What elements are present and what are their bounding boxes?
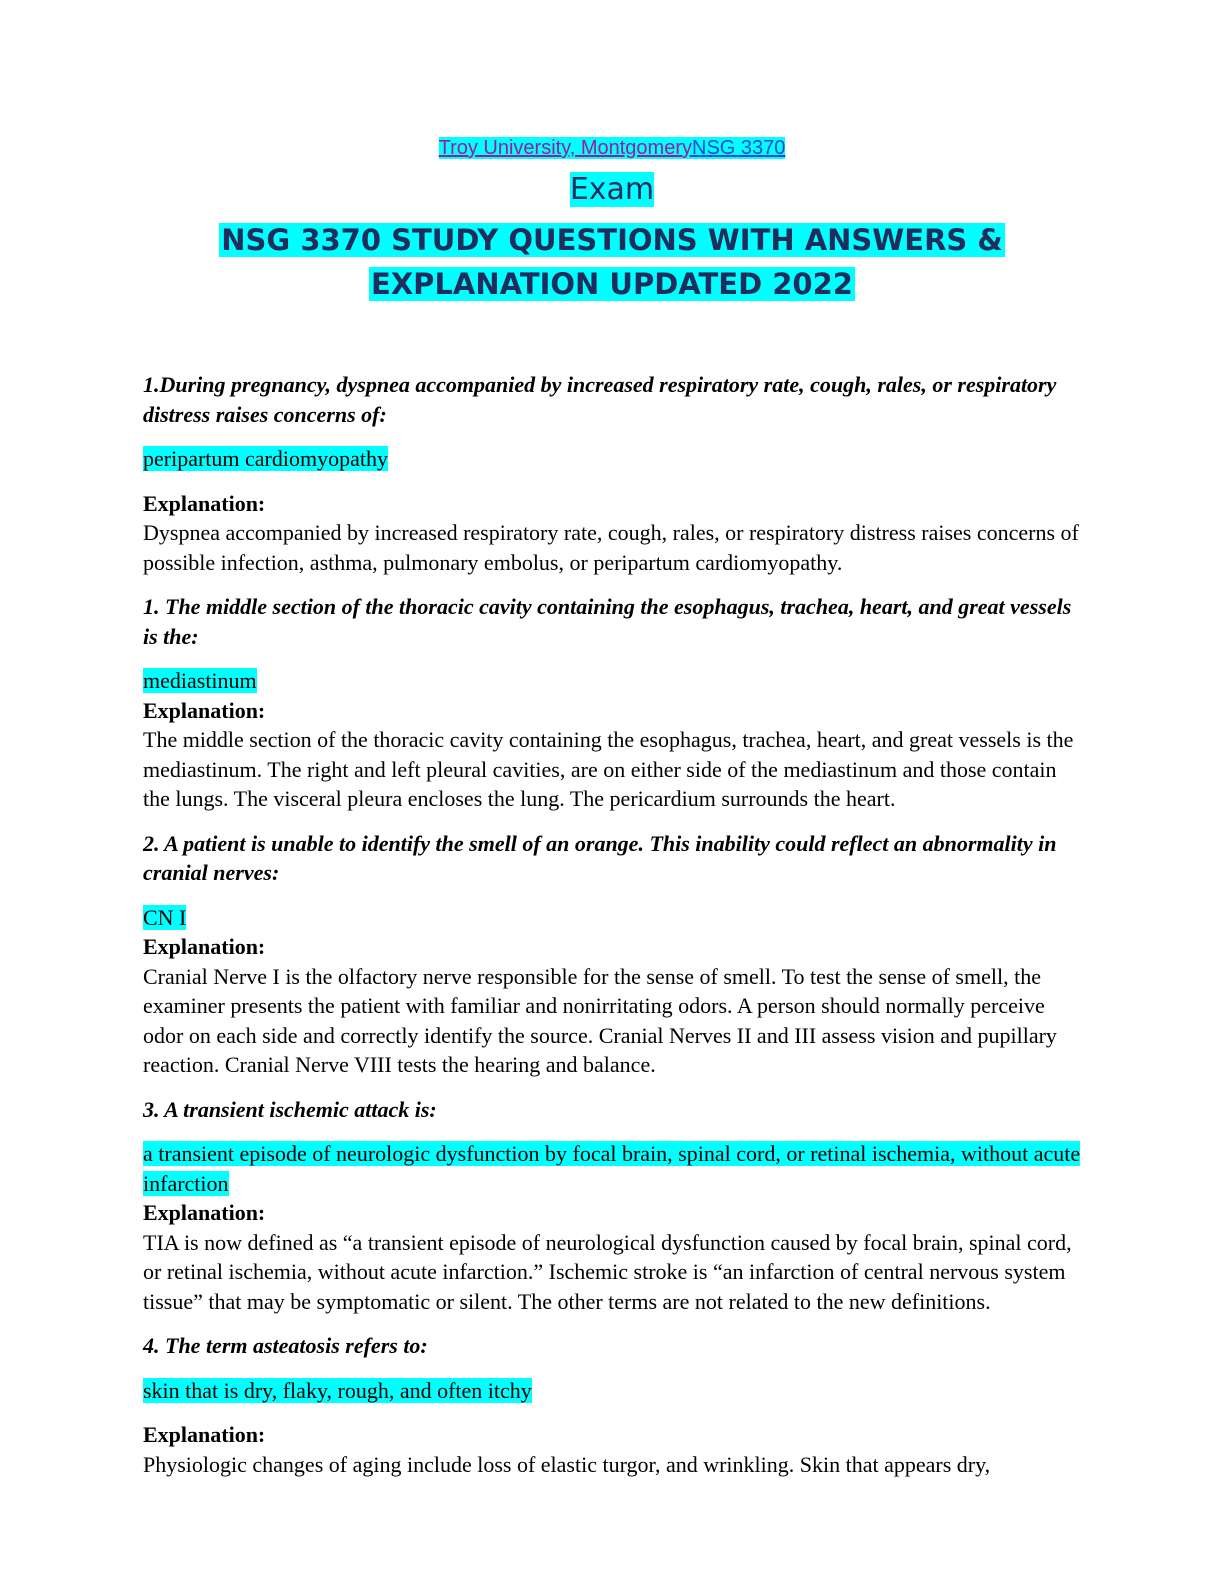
explanation-text: Cranial Nerve I is the olfactory nerve r… (143, 963, 1057, 1078)
explanation-text: Dyspnea accompanied by increased respira… (143, 520, 1079, 575)
explanation-label: Explanation: (143, 934, 266, 959)
question-text: 4. The term asteatosis refers to: (143, 1333, 428, 1358)
question-text: 2. A patient is unable to identify the s… (143, 830, 1057, 886)
university-link[interactable]: Troy University, Montgomery (438, 137, 692, 159)
document-body: 1.During pregnancy, dyspnea accompanied … (143, 370, 1083, 1479)
answer-text: mediastinum (143, 668, 257, 693)
source-links: Troy University, MontgomeryNSG 3370 (0, 134, 1224, 164)
explanation-text: TIA is now defined as “a transient episo… (143, 1229, 1072, 1314)
answer-text: skin that is dry, flaky, rough, and ofte… (143, 1377, 532, 1403)
title-line-1: NSG 3370 STUDY QUESTIONS WITH ANSWERS & (219, 223, 1005, 257)
explanation-label: Explanation: (143, 490, 266, 516)
answer-text: peripartum cardiomyopathy (143, 446, 388, 471)
exam-label: Exam (0, 168, 1224, 212)
question-text: 3. A transient ischemic attack is: (143, 1096, 437, 1122)
question-text: 1. The middle section of the thoracic ca… (143, 594, 1072, 649)
explanation-label: Explanation: (143, 1422, 266, 1447)
document-header: Troy University, MontgomeryNSG 3370 Exam… (0, 134, 1224, 306)
question-text: 1.During pregnancy, dyspnea accompanied … (143, 372, 1057, 427)
course-link[interactable]: NSG 3370 (692, 137, 786, 159)
title-line-2: EXPLANATION UPDATED 2022 (369, 267, 855, 301)
document-title: NSG 3370 STUDY QUESTIONS WITH ANSWERS & … (0, 218, 1224, 306)
explanation-label: Explanation: (143, 697, 266, 723)
answer-text: CN I (143, 904, 187, 930)
explanation-text: The middle section of the thoracic cavit… (143, 727, 1074, 811)
explanation-text: Physiologic changes of aging include los… (143, 1451, 991, 1477)
answer-text: a transient episode of neurologic dysfun… (143, 1141, 1081, 1196)
explanation-label: Explanation: (143, 1200, 266, 1225)
exam-label-text: Exam (569, 172, 655, 207)
